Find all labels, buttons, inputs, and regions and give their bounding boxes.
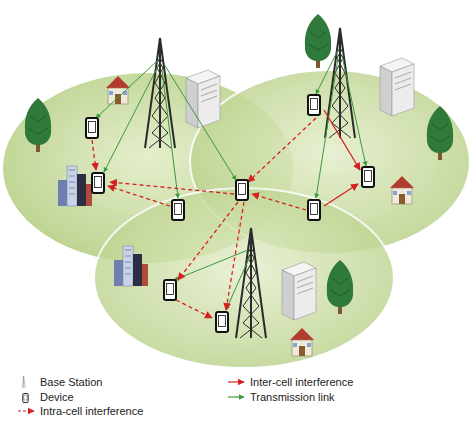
legend-label: Transmission link	[250, 391, 335, 404]
device	[216, 312, 228, 332]
intra-cell-interference	[178, 202, 238, 280]
legend-dashed-sample	[18, 410, 34, 411]
device	[236, 180, 248, 200]
tree	[327, 260, 353, 314]
legend-label: Intra-cell interference	[40, 405, 143, 418]
base-station	[236, 228, 266, 338]
intra-cell-interference	[226, 202, 244, 310]
transmission-link	[342, 56, 366, 166]
building	[114, 246, 148, 286]
legend-tower-sample	[22, 376, 25, 388]
intra-cell-interference	[92, 140, 96, 170]
server	[282, 262, 316, 320]
intra-cell-interference	[92, 118, 316, 318]
inter-cell-interference	[324, 110, 360, 170]
base-station	[325, 28, 355, 138]
tree	[25, 98, 51, 152]
devices	[86, 95, 374, 332]
device	[362, 167, 374, 187]
transmission-link	[174, 250, 248, 280]
transmission-link	[104, 66, 158, 172]
server	[186, 70, 220, 128]
legend-label: Inter-cell interference	[250, 376, 353, 389]
device	[308, 200, 320, 220]
base-stations	[145, 28, 414, 338]
tree	[305, 14, 331, 68]
intra-cell-interference	[176, 300, 212, 318]
base-station	[145, 38, 175, 148]
cell-areas	[2, 70, 470, 368]
device	[92, 173, 104, 193]
scenery	[25, 14, 453, 356]
server	[380, 58, 414, 116]
device	[164, 280, 176, 300]
building	[58, 166, 92, 206]
intra-cell-interference	[108, 186, 170, 206]
transmission-link	[226, 256, 250, 310]
device	[86, 118, 98, 138]
intra-cell-interference	[110, 182, 234, 194]
legend-label: Device	[40, 391, 74, 404]
inter-cell-interference	[324, 184, 358, 206]
legend-label: Base Station	[40, 376, 102, 389]
legend-device-sample	[23, 394, 28, 403]
intra-cell-interference	[248, 118, 316, 182]
building	[290, 328, 314, 356]
transmission-link	[96, 60, 158, 118]
intra-cell-interference	[252, 194, 306, 210]
inter-cell-interference	[324, 110, 360, 206]
transmission-link	[162, 70, 178, 198]
cell-area	[94, 188, 394, 368]
tree	[427, 106, 453, 160]
device	[308, 95, 320, 115]
legend-red-sample	[228, 381, 244, 382]
device	[172, 200, 184, 220]
legend-green-sample	[228, 396, 244, 397]
transmission-link	[164, 64, 236, 180]
building	[390, 176, 414, 204]
transmission-link	[316, 50, 338, 94]
transmission-links	[96, 50, 366, 310]
